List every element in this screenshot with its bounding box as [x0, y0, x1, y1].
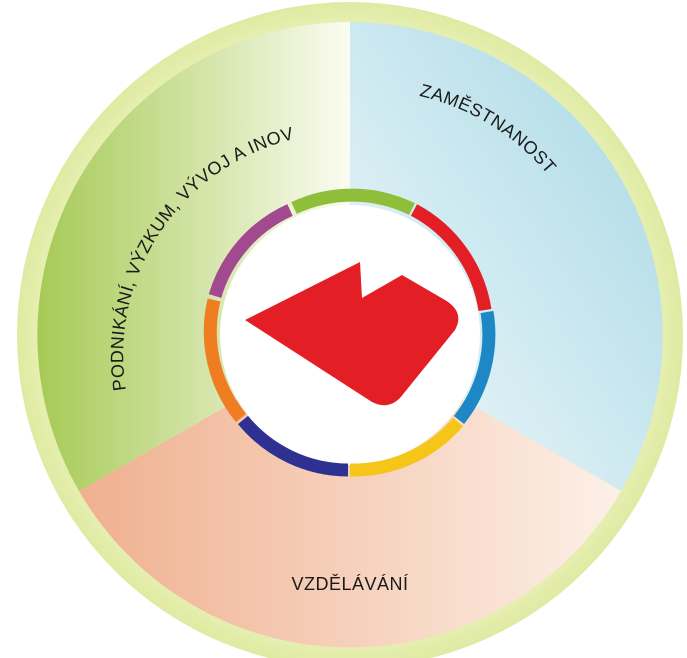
ring-arc-navy: [237, 415, 349, 477]
ring-arc-red: [410, 204, 492, 312]
ring-arc-purple: [208, 204, 293, 298]
segment-label-vzdelavani: VZDĚLÁVÁNÍ: [291, 574, 408, 594]
segment-vzdelavani: [79, 335, 621, 648]
ring-arc-orange: [203, 298, 247, 423]
ring-arc-green: [291, 188, 415, 215]
logo-shape: [245, 262, 459, 406]
ring-arc-yellow: [349, 417, 463, 477]
center-color-ring: [203, 188, 496, 477]
ring-arc-blue: [453, 310, 496, 425]
